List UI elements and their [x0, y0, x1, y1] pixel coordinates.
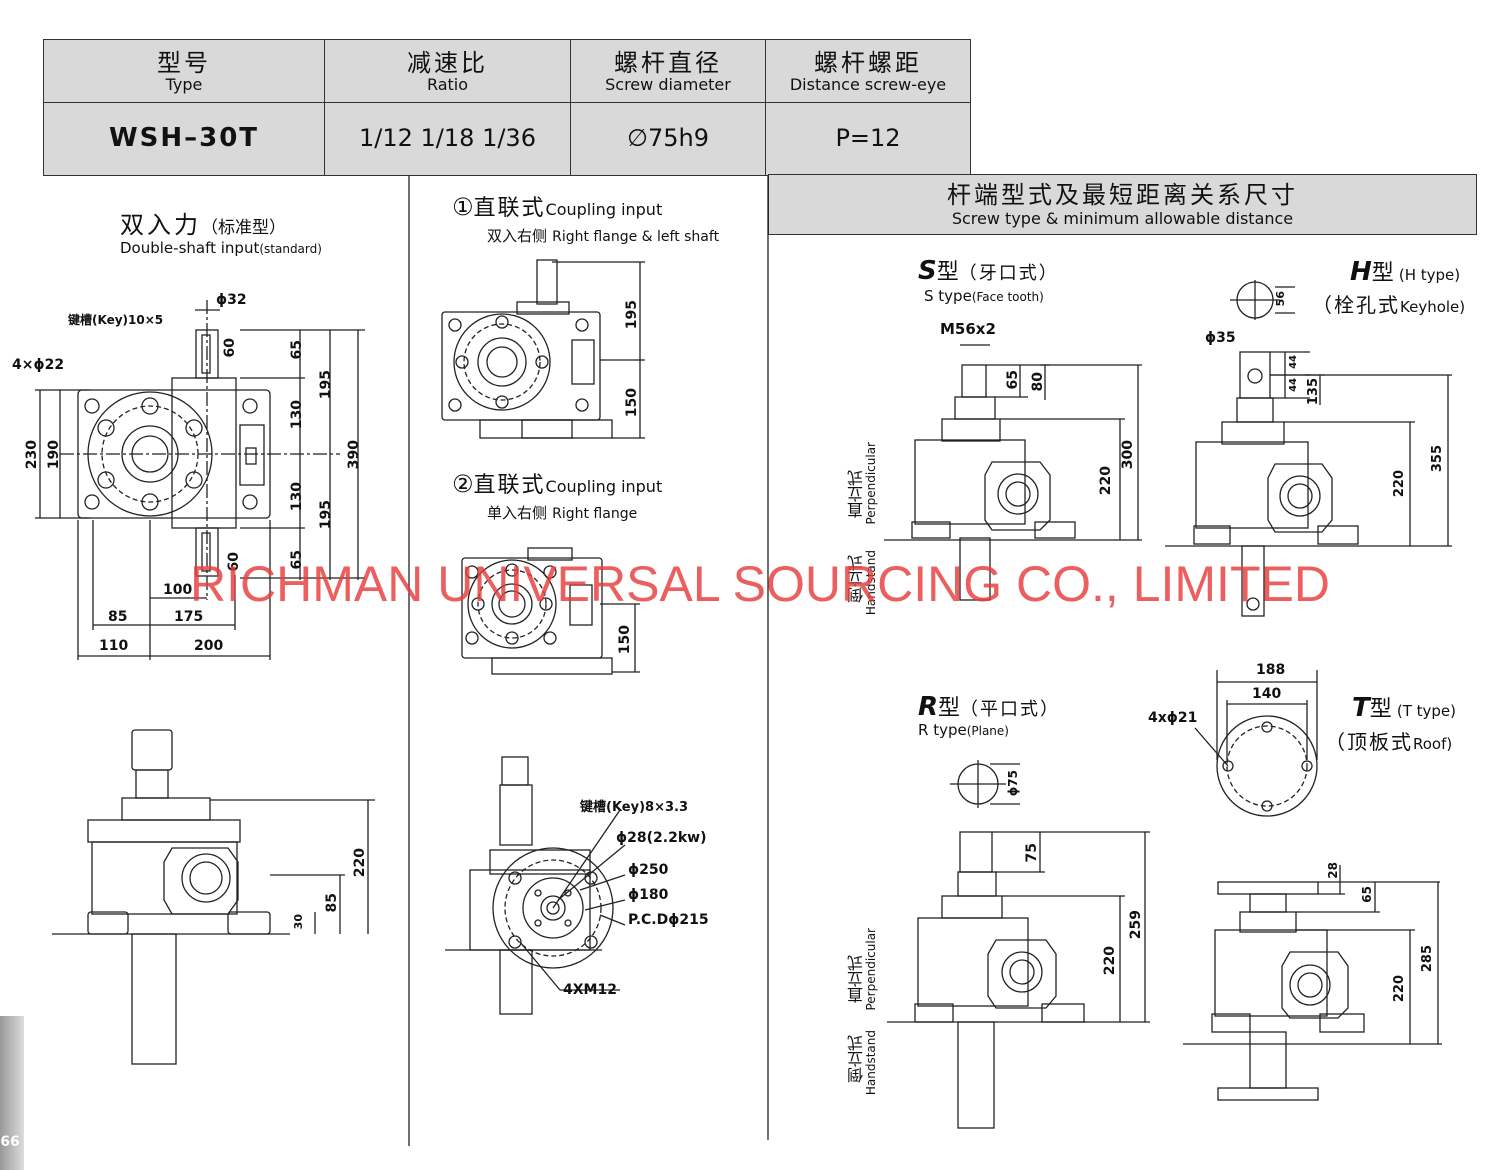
spec-table: 型号 Type 减速比 Ratio 螺杆直径 Screw diameter 螺杆…: [43, 39, 971, 176]
dim-h-44b: 44: [1288, 378, 1299, 392]
dim-pcd-215: P.C.Dϕ215: [628, 912, 709, 928]
dim-390: 390: [346, 440, 362, 470]
dim-60-top: 60: [222, 338, 238, 358]
dim-65-top: 65: [289, 340, 305, 360]
s-type-subtitle: S type(Face tooth): [924, 287, 1044, 305]
dim-130-top: 130: [289, 400, 305, 430]
dim-key-8x3.3: 键槽(Key)8×3.3: [580, 800, 688, 815]
watermark: RICHMAN UNIVERSAL SOURCING CO., LIMITED: [190, 556, 1330, 612]
t-type-view: [1183, 670, 1442, 1101]
screw-section-header: 杆端型式及最短距离关系尺寸 Screw type & minimum allow…: [768, 174, 1477, 235]
dim-c2-150: 150: [617, 625, 633, 655]
label-hand-en-2: Handstand: [864, 1030, 878, 1096]
dim-h-44a: 44: [1288, 355, 1299, 369]
label-perp-en-2: Perpendicular: [864, 928, 878, 1011]
dim-r-220: 220: [1102, 946, 1118, 976]
coupling1-view: [441, 259, 645, 439]
dim-side-85: 85: [324, 893, 340, 913]
r-type-view: [887, 760, 1150, 1129]
double-shaft-side-view: [52, 729, 375, 1065]
r-type-title: R型（平口式）: [918, 692, 1061, 722]
double-shaft-subtitle: Double-shaft input(standard): [120, 239, 322, 257]
dim-h-220: 220: [1392, 470, 1407, 498]
dim-195-bottom: 195: [318, 500, 334, 530]
dim-s-220: 220: [1098, 466, 1114, 496]
h-type-subtitle: （栓孔式Keyhole): [1312, 293, 1466, 317]
value-type: WSH–30T: [44, 102, 325, 175]
dim-h-phi35: ϕ35: [1205, 330, 1236, 346]
flange-view: [445, 756, 626, 1015]
h-type-view: [1165, 280, 1452, 617]
dim-t-4xphi21: 4xϕ21: [1148, 710, 1198, 726]
dim-s-65: 65: [1005, 370, 1021, 390]
dim-h-135: 135: [1306, 378, 1321, 406]
dim-h-56: 56: [1274, 291, 1287, 307]
coupling1-subtitle: 双入右侧 Right flange & left shaft: [487, 227, 720, 245]
t-type-subtitle: （顶板式Roof): [1325, 730, 1453, 754]
spec-header-row: 型号 Type 减速比 Ratio 螺杆直径 Screw diameter 螺杆…: [44, 40, 970, 103]
dim-195-top: 195: [318, 370, 334, 400]
label-perp-en-1: Perpendicular: [864, 442, 878, 525]
dim-side-220: 220: [352, 848, 368, 878]
double-shaft-front-view: [35, 300, 365, 660]
dim-s-80: 80: [1030, 372, 1046, 392]
h-type-title: H型 (H type): [1350, 257, 1461, 287]
dim-r-75: 75: [1024, 843, 1040, 863]
page-edge-tab: [0, 1016, 24, 1170]
dim-m56x2: M56x2: [940, 320, 996, 338]
s-type-view: [884, 344, 1142, 601]
dim-phi180: ϕ180: [628, 887, 669, 903]
spec-value-row: WSH–30T 1/12 1/18 1/36 ∅75h9 P=12: [44, 102, 970, 175]
dim-200: 200: [194, 638, 224, 654]
double-shaft-title: 双入力（标准型）: [120, 211, 286, 239]
dim-c1-150: 150: [624, 388, 640, 418]
dim-4xm12: 4XM12: [563, 982, 617, 998]
dim-85: 85: [108, 609, 128, 625]
dim-t-220: 220: [1392, 975, 1407, 1003]
header-screw-diameter: 螺杆直径 Screw diameter: [571, 40, 766, 102]
coupling2-view: [461, 547, 640, 675]
header-pitch: 螺杆螺距 Distance screw-eye: [789, 49, 947, 94]
dim-t-28: 28: [1326, 862, 1340, 879]
page-number: 99: [0, 1131, 20, 1148]
dim-t-188: 188: [1256, 662, 1286, 678]
dim-130-bottom: 130: [289, 482, 305, 512]
dim-s-300: 300: [1120, 440, 1136, 470]
coupling1-title: ①直联式Coupling input: [452, 193, 663, 221]
dim-key-10x5: 键槽(Key)10×5: [68, 313, 164, 327]
coupling2-title: ②直联式Coupling input: [452, 470, 663, 498]
dim-c1-195: 195: [624, 300, 640, 330]
dim-190: 190: [46, 440, 62, 470]
r-type-subtitle: R type(Plane): [918, 721, 1009, 739]
dim-phi28: ϕ28(2.2kw): [616, 830, 707, 846]
dim-t-140: 140: [1252, 686, 1282, 702]
dim-t-285: 285: [1420, 945, 1435, 973]
dim-175: 175: [174, 609, 204, 625]
header-ratio: 减速比 Ratio: [325, 40, 571, 102]
value-pitch: P=12: [835, 124, 901, 152]
dim-230: 230: [24, 440, 40, 470]
dim-100: 100: [163, 582, 193, 598]
t-type-title: T型 (T type): [1352, 693, 1457, 723]
dim-side-30: 30: [292, 914, 305, 930]
coupling2-subtitle: 单入右侧 Right flange: [487, 504, 638, 522]
dim-t-65: 65: [1360, 886, 1374, 903]
s-type-title: S型（牙口式）: [918, 256, 1059, 286]
dim-110: 110: [99, 638, 129, 654]
dim-4xphi22: 4×ϕ22: [12, 357, 65, 373]
dim-h-355: 355: [1430, 445, 1445, 473]
value-ratio: 1/12 1/18 1/36: [325, 102, 571, 175]
dim-phi250: ϕ250: [628, 862, 669, 878]
dim-r-259: 259: [1128, 910, 1144, 940]
dim-r-phi75: ϕ75: [1006, 770, 1020, 797]
value-screw-diameter: ∅75h9: [571, 102, 766, 175]
header-type: 型号 Type: [44, 40, 325, 102]
dim-phi32: ϕ32: [216, 292, 247, 308]
